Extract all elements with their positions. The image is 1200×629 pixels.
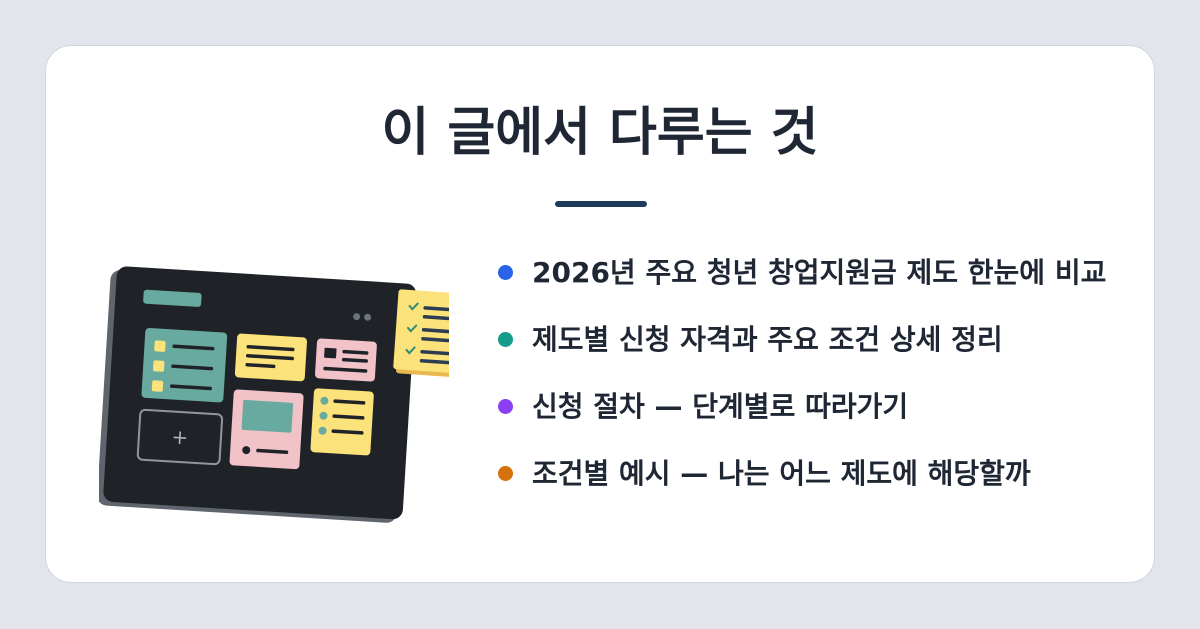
list-item: 신청 절차 — 단계별로 따라가기 xyxy=(498,386,1118,427)
bullet-icon xyxy=(498,466,513,481)
list-item-text: 신청 절차 — 단계별로 따라가기 xyxy=(532,390,909,423)
widget-yellow-checklist xyxy=(310,388,374,456)
list-item: 제도별 신청 자격과 주요 조건 상세 정리 xyxy=(498,319,1118,360)
list-item: 조건별 예시 — 나는 어느 제도에 해당할까 xyxy=(498,453,1118,494)
bullet-icon xyxy=(498,332,513,347)
title-underline xyxy=(555,201,647,207)
bullet-icon xyxy=(498,399,513,414)
content-card: 이 글에서 다루는 것 xyxy=(45,45,1155,583)
list-item-text: 조건별 예시 — 나는 어느 제도에 해당할까 xyxy=(532,457,1031,490)
list-item-text: 2026년 주요 청년 창업지원금 제도 한눈에 비교 xyxy=(532,256,1107,289)
list-item: 2026년 주요 청년 창업지원금 제도 한눈에 비교 xyxy=(498,252,1118,293)
page-title: 이 글에서 다루는 것 xyxy=(381,103,819,163)
header-bar xyxy=(143,289,202,307)
add-symbol: + xyxy=(171,425,189,450)
dashboard-checklist-icon: + xyxy=(99,266,449,523)
window-dot xyxy=(364,313,372,321)
topic-list: 2026년 주요 청년 창업지원금 제도 한눈에 비교 제도별 신청 자격과 주… xyxy=(498,252,1118,494)
list-item-text: 제도별 신청 자격과 주요 조건 상세 정리 xyxy=(532,323,1003,356)
bullet-icon xyxy=(498,265,513,280)
widget-add-card xyxy=(136,408,224,466)
window-dot xyxy=(353,313,361,321)
